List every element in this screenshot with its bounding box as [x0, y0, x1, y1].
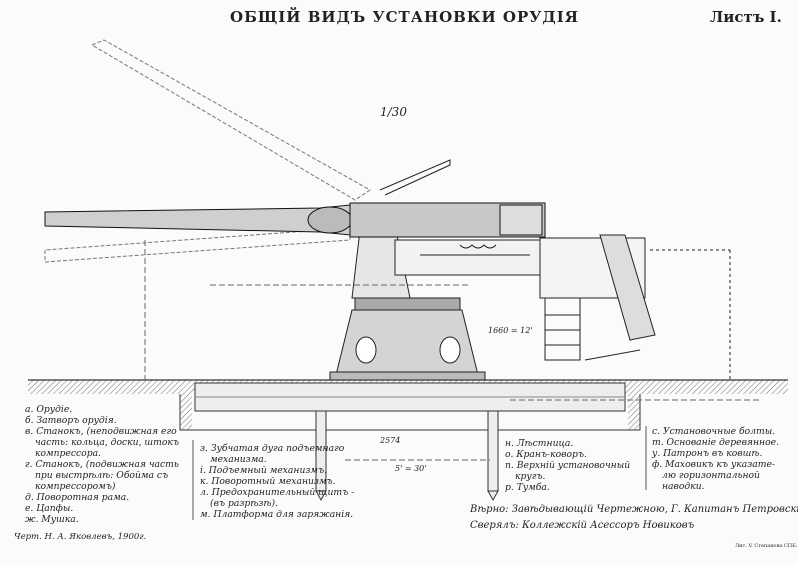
legend-item: о. Кранъ-коворъ. [505, 449, 587, 460]
legend-item: т. Основаніе деревянное. [652, 437, 779, 448]
legend-item: н. Лѣстница. [505, 438, 574, 449]
legend-item: механизма. [210, 454, 267, 465]
printer-mark: Лит. V. Степанова СПБ. [735, 543, 798, 549]
legend-column-1: а. Орудіе. б. Затворъ орудія. в. Станокъ… [25, 404, 179, 525]
gun-carriage [351, 224, 546, 299]
legend-item: ф. Маховикъ къ указате- [652, 459, 775, 470]
scale-label: 1/30 [380, 105, 407, 119]
legend-column-3: н. Лѣстница. о. Кранъ-коворъ. п. Верхній… [505, 438, 630, 493]
legend-item: д. Поворотная рама. [25, 492, 130, 503]
legend-item: п. Верхній установочный [505, 460, 631, 471]
legend-column-4: с. Установочные болты. т. Основаніе дере… [652, 426, 779, 492]
sheet-title: ОБЩІЙ ВИДЪ УСТАНОВКИ ОРУДІЯ [230, 8, 579, 26]
draftsman-signature: Черт. Н. А. Яковлевъ, 1900г. [14, 532, 147, 542]
shield-and-platform [379, 159, 731, 380]
legend-item: к. Поворотный механизмъ. [200, 476, 336, 487]
dimension-lines [144, 240, 760, 461]
legend-item: б. Затворъ орудія. [25, 415, 117, 426]
wooden-base [194, 382, 626, 502]
legend-item: ж. Мушка. [25, 514, 79, 525]
legend-item: л. Предохранительный щитъ - [200, 487, 355, 498]
legend-item: часть: кольца, доски, штокъ [35, 437, 179, 448]
legend-item: компрессоромъ) [35, 481, 116, 492]
legend-item: у. Патронъ въ ковшѣ. [652, 448, 763, 459]
dimension-label: 1660 = 12' [488, 326, 533, 335]
legend-item: м. Платформа для заряжанія. [200, 509, 354, 520]
verified-signature: Вѣрно: Завѣдывающій Чертежною, Г. Капита… [470, 504, 798, 515]
dimension-label: 5' = 30' [395, 464, 427, 473]
gun-barrel [44, 202, 546, 238]
legend-item: компрессора. [35, 448, 101, 459]
checked-signature: Сверялъ: Коллежскій Асессоръ Новиковъ [470, 520, 695, 531]
legend-item: при выстрѣлѣ: Обойма съ [35, 470, 169, 481]
legend-item: і. Подъемный механизмъ. [200, 465, 328, 476]
sheet-number: Листъ I. [710, 8, 782, 26]
legend-item: (въ разрѣзѣ). [210, 498, 278, 509]
legend-item: наводки. [662, 481, 705, 492]
legend-item: з. Зубчатая дуга подъемнаго [200, 443, 345, 454]
legend-item: лю горизонтальной [662, 470, 760, 481]
legend-item: с. Установочные болты. [652, 426, 776, 437]
legend-item: а. Орудіе. [25, 404, 73, 415]
dimension-label: 2574 [380, 436, 401, 445]
legend-item: г. Станокъ, (подвижная часть [25, 459, 179, 470]
legend-item: кругъ. [515, 471, 546, 482]
elevated-barrel-outline [44, 39, 371, 263]
legend-item: е. Цапфы. [25, 503, 74, 514]
legend-item: в. Станокъ, (неподвижная его [25, 426, 177, 437]
legend-column-2: з. Зубчатая дуга подъемнаго механизма. і… [200, 443, 354, 520]
legend-item: р. Тумба. [505, 482, 550, 493]
pedestal [329, 297, 486, 381]
